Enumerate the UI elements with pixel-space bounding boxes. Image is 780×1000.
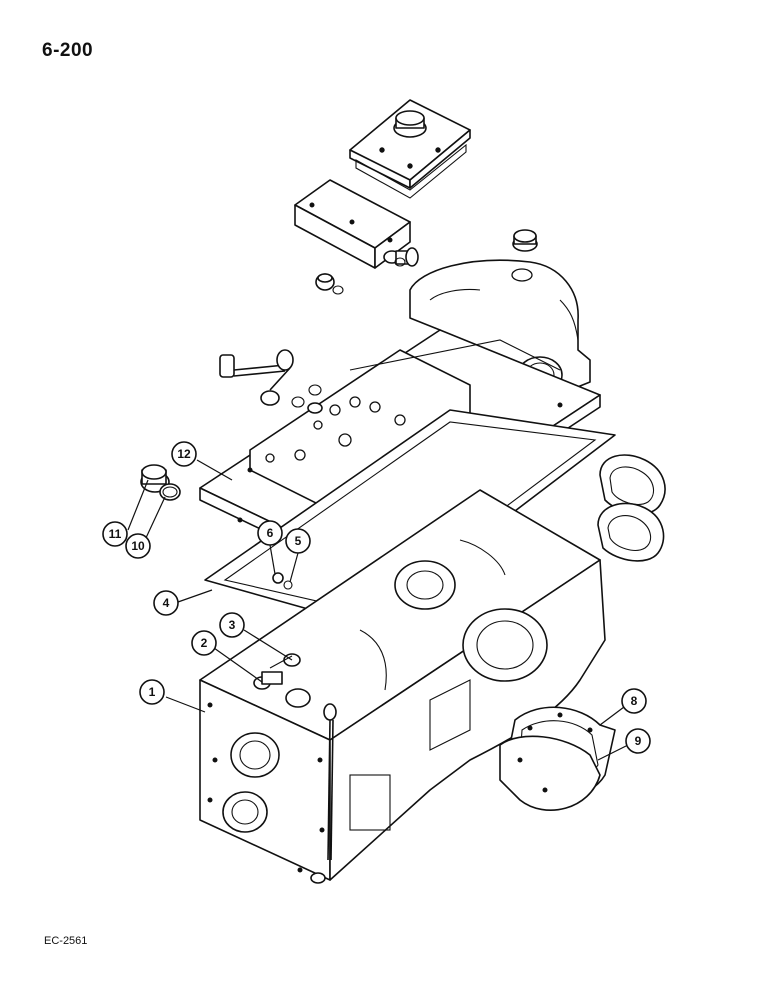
callout-11: 11: [102, 521, 128, 547]
top-cover-plate: [349, 99, 471, 199]
svg-text:11: 11: [109, 527, 122, 541]
loose-fitting: [315, 273, 344, 295]
callout-12: 12: [171, 441, 197, 467]
svg-text:6: 6: [267, 526, 274, 540]
callout-1: 1: [139, 679, 165, 705]
callout-10: 10: [125, 533, 151, 559]
callout-4: 4: [153, 590, 179, 616]
svg-text:5: 5: [295, 534, 302, 548]
drawing-code: EC-2561: [44, 935, 88, 947]
leader-lines: [127, 459, 629, 761]
valve-block: [294, 179, 419, 269]
svg-text:9: 9: [635, 734, 642, 748]
callout-9: 9: [625, 728, 651, 754]
linkage-assembly: [219, 349, 322, 408]
dipstick: [310, 703, 337, 884]
valve-fitting: [383, 247, 419, 267]
svg-text:3: 3: [229, 618, 236, 632]
callout-3: 3: [219, 612, 245, 638]
callout-5: 5: [285, 528, 311, 554]
svg-text:4: 4: [163, 596, 170, 610]
svg-text:2: 2: [201, 636, 208, 650]
o-ring: [159, 483, 181, 501]
drain-plug: [140, 464, 170, 493]
filler-plug: [512, 229, 538, 252]
svg-text:12: 12: [177, 447, 191, 461]
callout-6: 6: [257, 520, 283, 546]
svg-text:1: 1: [149, 685, 156, 699]
small-fittings: [272, 572, 293, 590]
pto-cover-gasket: [499, 706, 616, 811]
svg-text:10: 10: [131, 539, 145, 553]
side-cover-lower: [597, 502, 665, 562]
callout-8: 8: [621, 688, 647, 714]
page-number: 6-200: [42, 40, 94, 61]
svg-text:8: 8: [631, 694, 638, 708]
callout-2: 2: [191, 630, 217, 656]
transmission-housing: [199, 489, 606, 881]
